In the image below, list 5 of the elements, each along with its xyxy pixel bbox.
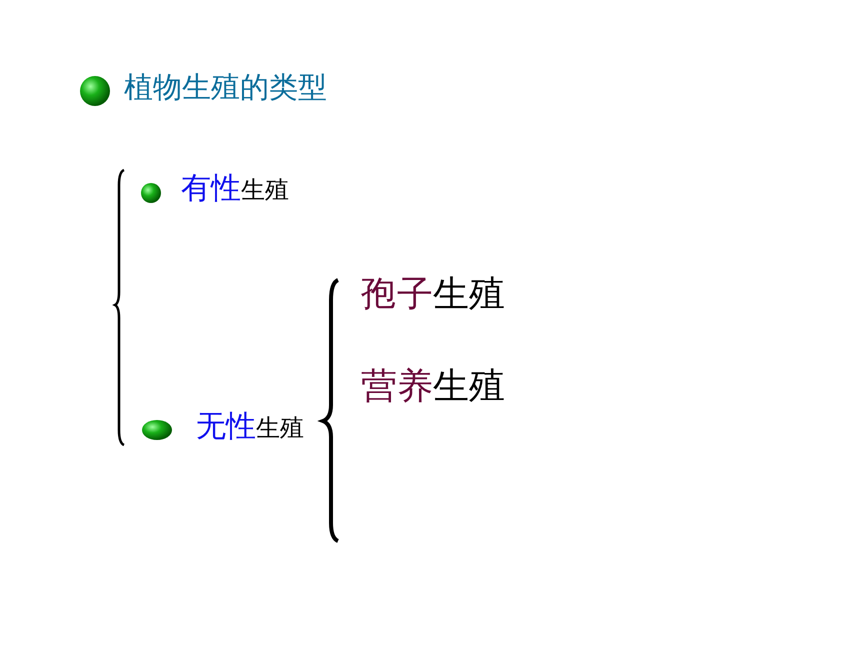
category-label: 无性生殖 — [196, 410, 304, 443]
category-label: 营养生殖 — [361, 367, 505, 407]
category-label: 孢子生殖 — [361, 275, 505, 315]
category-label: 有性生殖 — [181, 172, 289, 205]
title: 植物生殖的类型 — [124, 72, 327, 104]
